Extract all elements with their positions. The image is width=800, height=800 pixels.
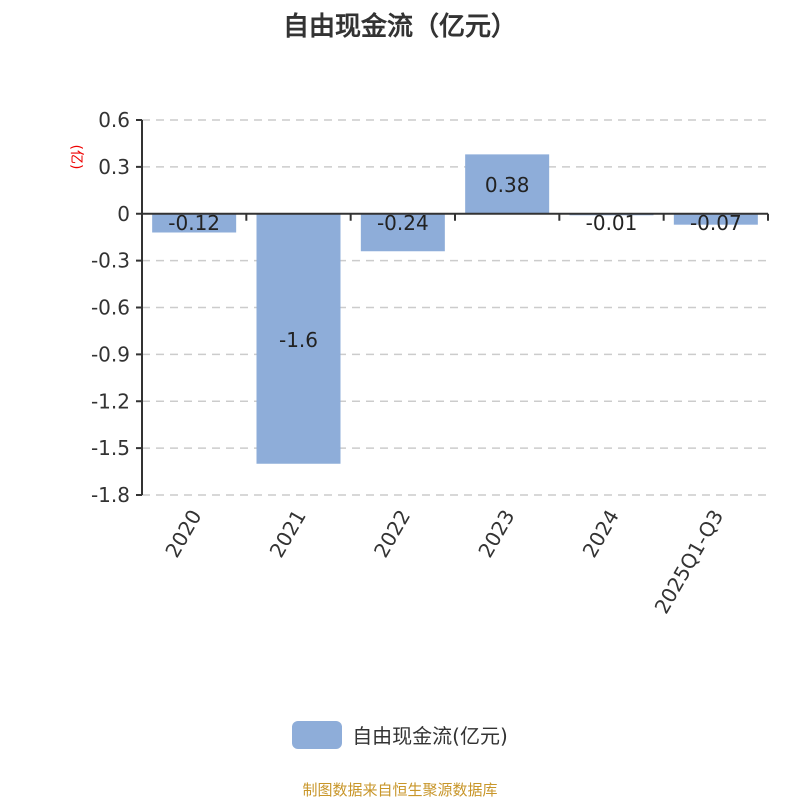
y-tick-label: 0.6 [98, 108, 130, 132]
bar [673, 213, 758, 225]
y-tick-label: -1.2 [91, 389, 130, 413]
data-label: 0.38 [485, 173, 530, 197]
chart-title: 自由现金流（亿元） [282, 12, 517, 42]
bar [256, 213, 341, 464]
y-tick-label: 0 [117, 202, 130, 226]
y-tick-label: 0.3 [98, 155, 130, 179]
bar [465, 154, 550, 214]
bar [152, 213, 237, 233]
legend-label: 自由现金流(亿元) [352, 724, 508, 748]
y-tick-label: -0.9 [91, 342, 130, 366]
y-tick-label: -0.6 [91, 296, 130, 320]
y-tick-label: -0.3 [91, 249, 130, 273]
y-tick-label: -1.8 [91, 483, 130, 507]
source-note: 制图数据来自恒生聚源数据库 [302, 781, 498, 799]
x-tick-label: 2020 [160, 506, 206, 562]
bar [360, 213, 445, 252]
legend-swatch [292, 720, 343, 749]
legend[interactable]: 自由现金流(亿元) [0, 720, 800, 749]
x-tick-label: 2023 [473, 506, 519, 562]
data-label: -1.6 [279, 328, 318, 352]
x-tick-label: 2024 [578, 506, 624, 562]
x-tick-label: 2025Q1-Q3 [649, 506, 728, 618]
y-axis-label: (亿) [68, 145, 84, 170]
x-tick-label: 2022 [369, 506, 415, 562]
x-tick-label: 2021 [265, 506, 311, 562]
y-tick-label: -1.5 [91, 436, 130, 460]
